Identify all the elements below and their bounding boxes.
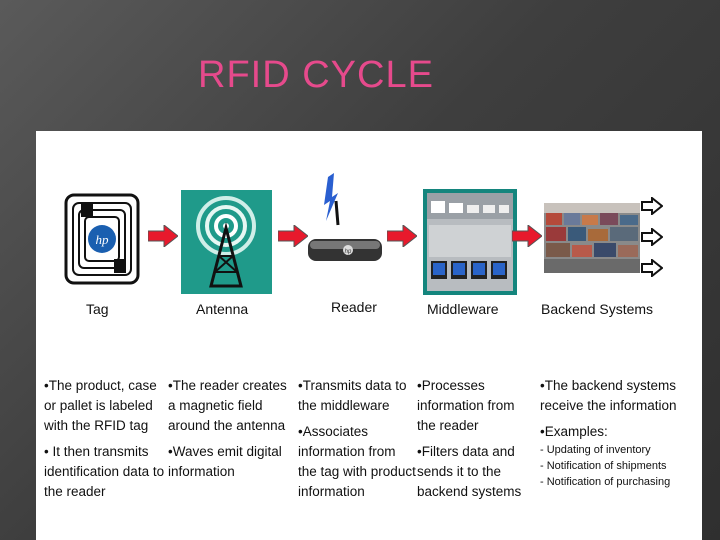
- output-arrow-2: [641, 228, 663, 246]
- tag-desc-1: •The product, case or pallet is labeled …: [44, 378, 157, 433]
- stage-label-middleware: Middleware: [427, 301, 499, 317]
- stage-label-antenna: Antenna: [196, 301, 249, 317]
- backend-example-3: - Notification of purchasing: [540, 476, 671, 488]
- backend-example-2: - Notification of shipments: [540, 460, 667, 472]
- server-room-icon: [423, 189, 517, 295]
- svg-text:hp: hp: [345, 249, 352, 255]
- output-arrow-3: [641, 259, 663, 277]
- stage-label-reader: Reader: [331, 299, 377, 315]
- slide-title: RFID CYCLE: [198, 54, 434, 96]
- reader-desc-1: •Transmits data to the middleware: [298, 378, 407, 413]
- flow-arrow-1: [148, 225, 178, 247]
- svg-text:hp: hp: [96, 232, 110, 247]
- flow-arrow-2: [278, 225, 308, 247]
- flow-arrow-4: [512, 225, 542, 247]
- rfid-tag-icon: hp: [64, 193, 140, 285]
- backend-desc-intro: •The backend systems receive the informa…: [540, 378, 677, 413]
- rfid-diagram-panel: hp hp: [36, 131, 702, 540]
- middleware-desc-1: •Processes information from the reader: [417, 378, 515, 433]
- stage-label-tag: Tag: [86, 301, 109, 317]
- description-antenna: •The reader creates a magnetic field aro…: [168, 376, 294, 488]
- description-backend: •The backend systems receive the informa…: [540, 376, 690, 490]
- backend-example-1: - Updating of inventory: [540, 444, 651, 456]
- reader-desc-2: •Associates information from the tag wit…: [298, 424, 416, 499]
- antenna-icon: [181, 190, 272, 294]
- output-arrow-1: [641, 197, 663, 215]
- description-middleware: •Processes information from the reader •…: [417, 376, 537, 508]
- stage-label-backend: Backend Systems: [541, 301, 654, 317]
- description-reader: •Transmits data to the middleware •Assoc…: [298, 376, 416, 508]
- middleware-desc-2: •Filters data and sends it to the backen…: [417, 444, 522, 499]
- antenna-desc-1: •The reader creates a magnetic field aro…: [168, 378, 287, 433]
- backend-examples-heading: •Examples:: [540, 424, 608, 439]
- description-tag: •The product, case or pallet is labeled …: [44, 376, 166, 508]
- flow-arrow-3: [387, 225, 417, 247]
- antenna-desc-2: •Waves emit digital information: [168, 444, 282, 479]
- rfid-reader-icon: hp: [308, 173, 382, 261]
- warehouse-containers-icon: [544, 203, 640, 273]
- tag-desc-2: • It then transmits identification data …: [44, 444, 165, 499]
